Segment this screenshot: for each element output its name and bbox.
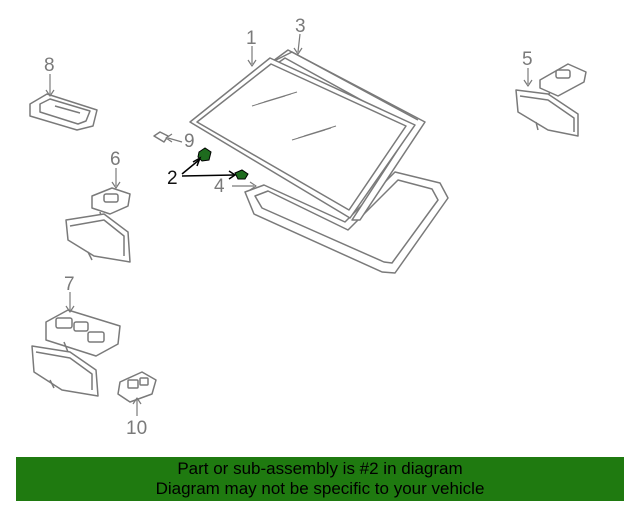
part-2-clips [181, 147, 249, 180]
part-9-clip [153, 131, 169, 143]
callout-1: 1 [246, 28, 257, 49]
callout-6: 6 [110, 149, 121, 170]
part-5-mirror [515, 63, 587, 137]
callout-10: 10 [126, 418, 147, 439]
banner-line-1: Part or sub-assembly is #2 in diagram [177, 459, 463, 478]
callout-9: 9 [184, 131, 195, 152]
part-10-bracket [117, 371, 157, 403]
part-6-mirror [65, 187, 131, 263]
callout-8: 8 [44, 55, 55, 76]
part-7-mirror-lamp [31, 309, 121, 397]
callout-2: 2 [167, 168, 178, 189]
part-4-windshield-frame [244, 171, 449, 274]
leader-lines [45, 33, 533, 416]
parts-diagram: 1 2 3 4 5 6 7 8 9 10 [29, 16, 587, 439]
callout-3: 3 [295, 16, 306, 37]
banner-line-2: Diagram may not be specific to your vehi… [155, 479, 485, 498]
part-1-windshield-glass [189, 57, 416, 219]
callout-4: 4 [214, 176, 225, 197]
info-banner: Part or sub-assembly is #2 in diagram Di… [16, 457, 624, 501]
part-8-tray [29, 93, 98, 131]
callout-5: 5 [522, 49, 533, 70]
callout-7: 7 [64, 274, 75, 295]
